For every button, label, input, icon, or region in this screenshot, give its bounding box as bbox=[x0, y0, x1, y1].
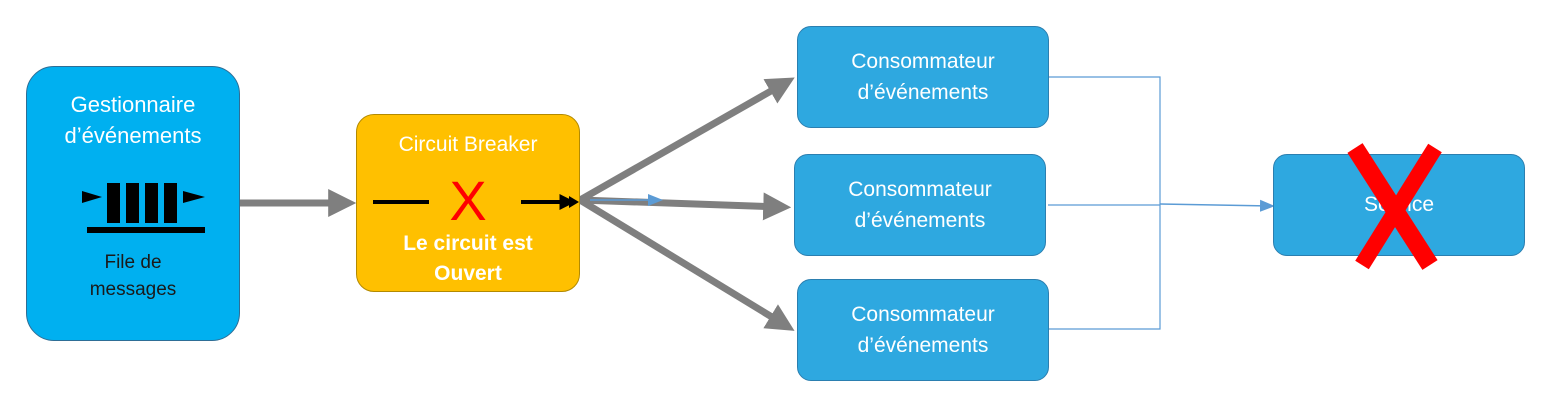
service-box: Service bbox=[1273, 154, 1525, 256]
event-broker-title-line1: Gestionnaire bbox=[70, 92, 196, 117]
arrow-breaker-to-consumer-2 bbox=[579, 192, 792, 221]
event-consumer-1: Consommateur d’événements bbox=[797, 26, 1049, 128]
message-queue-label-line1: File de bbox=[104, 252, 162, 273]
open-switch-icon bbox=[373, 194, 579, 210]
circuit-status-line1: Le circuit est bbox=[403, 232, 533, 255]
arrow-to-service bbox=[1159, 199, 1275, 212]
consumer-3-line1: Consommateur bbox=[851, 303, 995, 326]
message-queue-label: File de messages bbox=[27, 249, 239, 303]
consumer-2-line2: d’événements bbox=[854, 209, 986, 232]
consumer-1-line2: d’événements bbox=[857, 81, 989, 104]
consumer-2-line1: Consommateur bbox=[848, 178, 992, 201]
connector-consumer-3-to-service bbox=[1049, 205, 1161, 330]
event-broker-title-line2: d’événements bbox=[64, 123, 202, 148]
arrow-breaker-to-consumer-1 bbox=[578, 77, 795, 204]
circuit-fail-mark: X bbox=[449, 169, 487, 232]
arrow-breaker-to-consumer-3 bbox=[578, 197, 795, 331]
circuit-status: Le circuit est Ouvert bbox=[357, 229, 579, 289]
circuit-status-line2: Ouvert bbox=[434, 262, 502, 285]
service-label: Service bbox=[1363, 193, 1435, 216]
circuit-breaker-box: Circuit Breaker X Le circuit est Ouvert bbox=[356, 114, 580, 292]
event-consumer-2: Consommateur d’événements bbox=[794, 154, 1046, 256]
circuit-breaker-title: Circuit Breaker bbox=[398, 133, 538, 156]
event-broker-title: Gestionnaire d’événements bbox=[65, 89, 202, 151]
consumer-1-line1: Consommateur bbox=[851, 50, 995, 73]
event-broker-box: Gestionnaire d’événements File de messag… bbox=[26, 66, 240, 341]
message-queue-label-line2: messages bbox=[89, 279, 177, 300]
consumer-3-line2: d’événements bbox=[857, 334, 989, 357]
event-consumer-3: Consommateur d’événements bbox=[797, 279, 1049, 381]
connector-consumer-1-to-service bbox=[1049, 76, 1161, 205]
message-queue-icon bbox=[82, 183, 205, 233]
